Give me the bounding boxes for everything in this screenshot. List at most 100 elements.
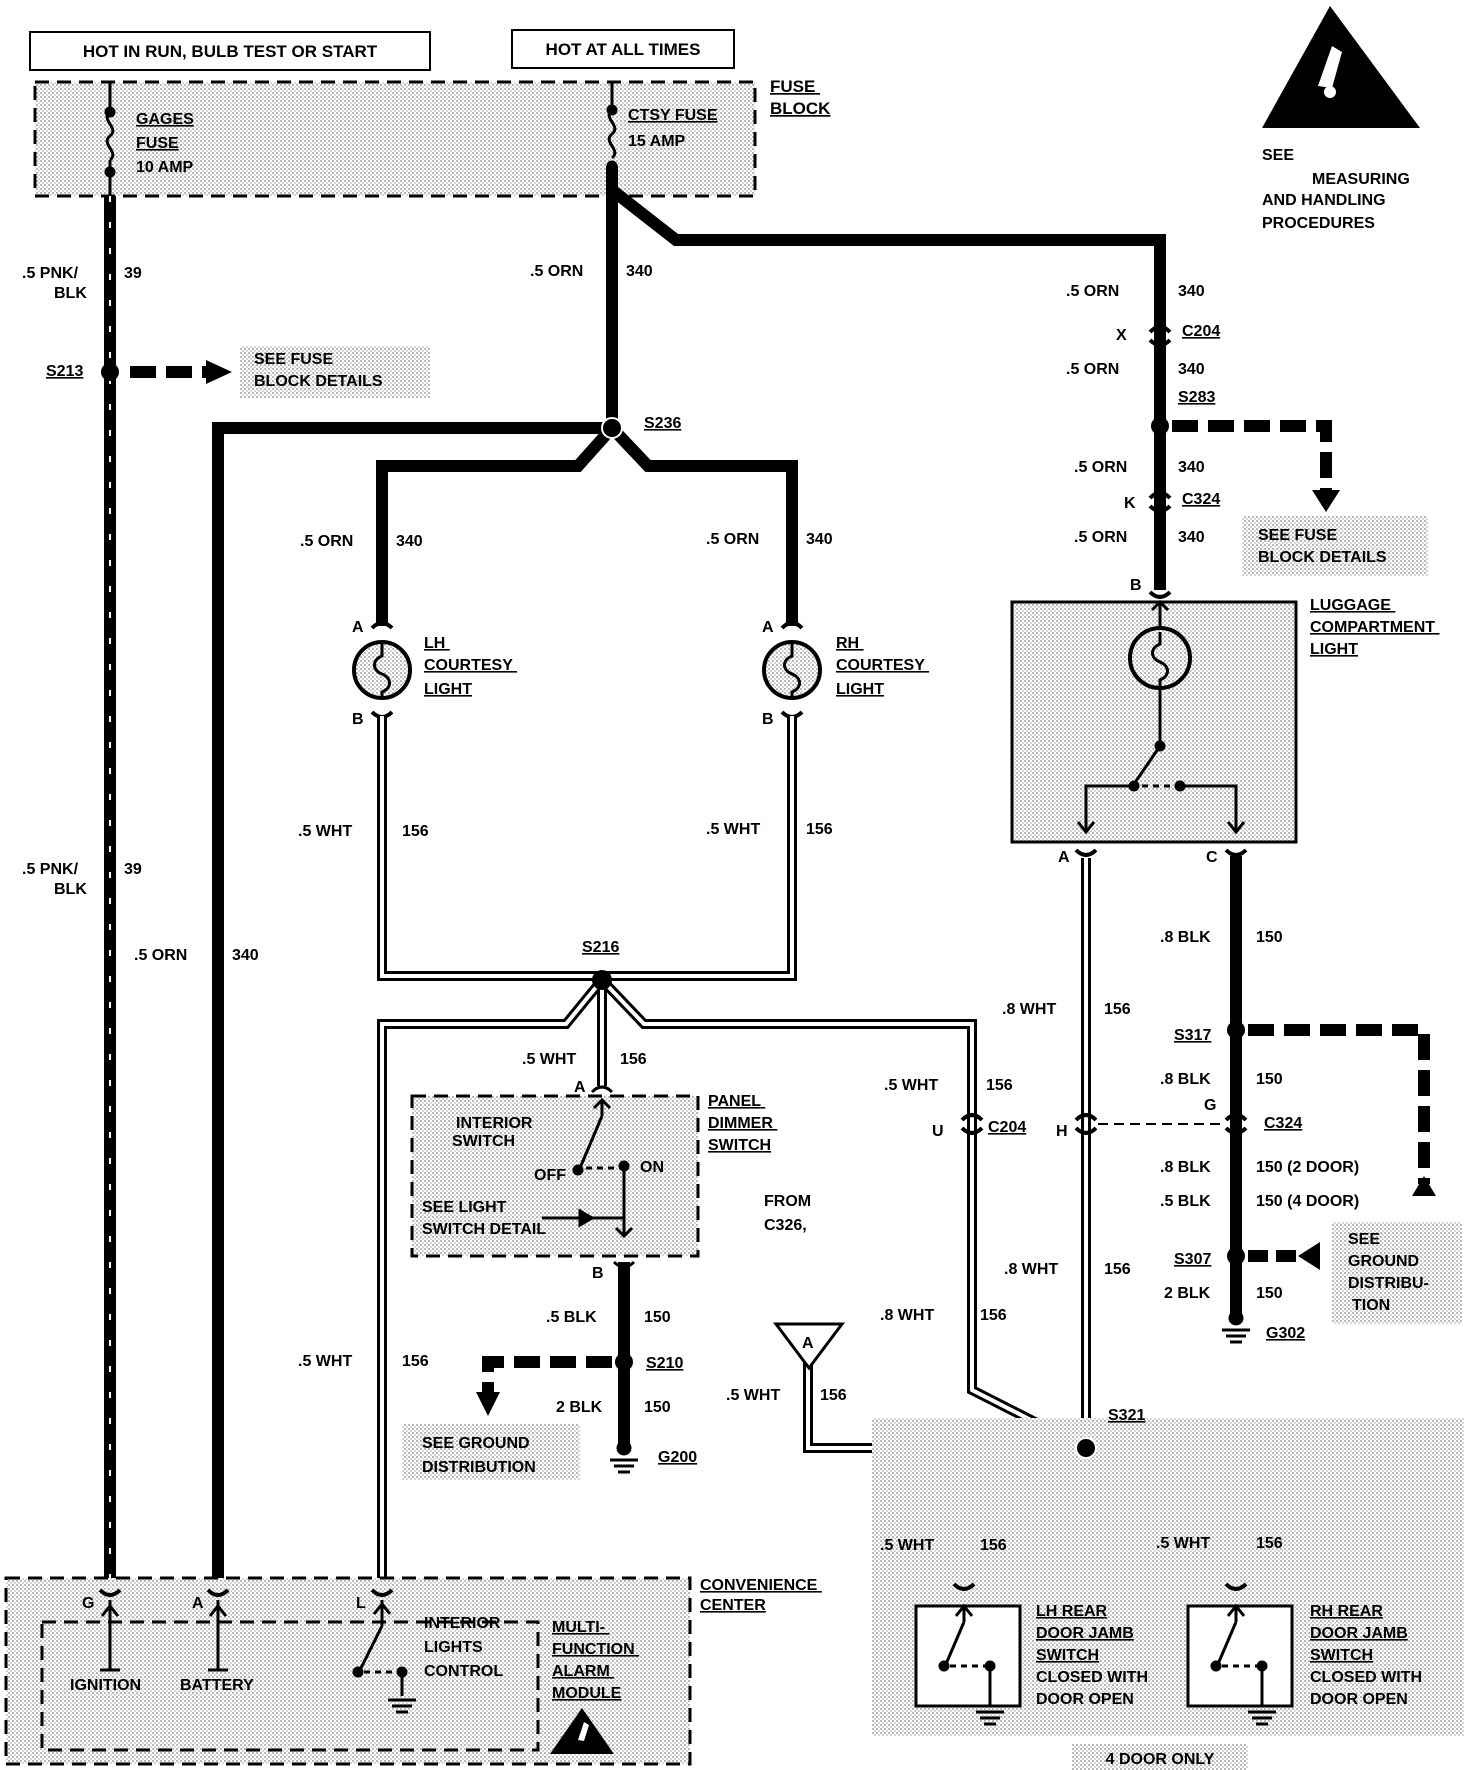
pd-pin-b: B (592, 1265, 604, 1282)
cc-internal-wiring (100, 1600, 416, 1714)
rh-rear-switch-label: RH REAR DOOR JAMB SWITCH CLOSED WITH DOO… (1310, 1603, 1426, 1708)
splice-s283 (1151, 417, 1169, 435)
off-label: OFF (534, 1167, 566, 1184)
gages-fuse-label: GAGES FUSE 10 AMP (136, 111, 198, 176)
pd-pin-a: A (574, 1079, 586, 1096)
connector-c204-top (1148, 325, 1172, 347)
splice-s236 (601, 417, 623, 439)
svg-text:4 DOOR ONLY: 4 DOOR ONLY (1106, 1751, 1215, 1768)
splice-s321-label: S321 (1108, 1407, 1145, 1424)
rh-courtesy-light-label: RH COURTESY LIGHT (836, 635, 929, 698)
interior-lights-control-label: INTERIOR LIGHTS CONTROL (424, 1615, 505, 1680)
wire-340 (212, 166, 1166, 1590)
four-door-only-label: 4 DOOR ONLY (1072, 1744, 1248, 1770)
see-ground-distribution-2: SEE GROUND DISTRIBU- TION (1332, 1222, 1462, 1324)
splice-s216 (592, 970, 612, 990)
connector-c204-mid-label: U C204 (932, 1119, 1026, 1140)
luggage-light-label: LUGGAGE COMPARTMENT LIGHT (1310, 597, 1439, 658)
lug-pin-b: B (1130, 577, 1142, 594)
splice-s210 (615, 1353, 633, 1371)
fuse-block (33, 80, 757, 198)
wire-39-label-mid: .5 PNK/ BLK 39 (22, 861, 142, 898)
from-c326-label: FROM C326, (764, 1193, 816, 1234)
splice-s321 (1075, 1437, 1097, 1459)
lh-pin-a: A (352, 619, 364, 636)
hot-in-run-label: HOT IN RUN, BULB TEST OR START (29, 31, 431, 71)
esd-module-icon (550, 1708, 614, 1754)
cc-connectors (98, 1588, 394, 1597)
rh-pin-a: A (762, 619, 774, 636)
connector-c324-top (1148, 491, 1172, 513)
see-light-switch-detail: SEE LIGHT SWITCH DETAIL (422, 1199, 546, 1238)
rh-courtesy-light-icon (762, 621, 822, 719)
wire-39-label-top: .5 PNK/ BLK 39 (22, 265, 142, 302)
splice-s307 (1227, 1247, 1245, 1265)
cc-pin-g: G (82, 1595, 94, 1612)
splice-s317-label: S317 (1174, 1027, 1211, 1044)
connector-c324-mid-label: G C324 (1204, 1097, 1302, 1132)
cc-pin-l: L (356, 1595, 366, 1612)
interior-switch-label: INTERIOR SWITCH (452, 1115, 537, 1150)
connector-c324-h (1074, 1113, 1098, 1135)
multifunction-alarm-module (40, 1620, 540, 1752)
cc-pin-a: A (192, 1595, 204, 1612)
mfam-label: MULTI- FUNCTION ALARM MODULE (552, 1619, 639, 1702)
fuse-block-label: FUSE BLOCK (770, 77, 831, 118)
splice-s216-label: S216 (582, 939, 619, 956)
splice-s317 (1227, 1021, 1245, 1039)
gages-fuse-icon (104, 82, 116, 196)
luggage-connectors (1074, 848, 1248, 857)
luggage-light-icon (1076, 590, 1246, 835)
splice-s307-label: S307 (1174, 1251, 1211, 1268)
panel-dimmer-switch-icon (542, 1085, 636, 1269)
battery-label: BATTERY (180, 1677, 254, 1694)
svg-text:A: A (802, 1335, 814, 1352)
ground-g302-label: G302 (1266, 1325, 1305, 1342)
svg-text:SEE GROUND DISTRIB: SEE GROUND DISTRIBU- TION (1348, 1231, 1433, 1314)
lh-courtesy-light-icon (352, 621, 412, 719)
convenience-center-label: CONVENIENCE CENTER (700, 1577, 822, 1614)
connector-c204-top-label: X C204 (1116, 323, 1220, 344)
rh-rear-door-jamb-switch (1186, 1582, 1294, 1726)
splice-s213-label: S213 (46, 363, 83, 380)
panel-dimmer-label: PANEL DIMMER SWITCH (708, 1093, 777, 1154)
ctsy-fuse-label: CTSY FUSE 15 AMP (628, 107, 722, 150)
panel-dimmer-switch (410, 1094, 700, 1258)
lh-courtesy-light-label: LH COURTESY LIGHT (424, 635, 517, 698)
svg-text:HOT AT ALL TIMES: HOT AT ALL TIMES (546, 40, 701, 59)
esd-warning-icon (1262, 6, 1420, 128)
wire-340-main-label: .5 ORN 340 (530, 263, 653, 280)
esd-note: SEE MEASURING AND HANDLING PROCEDURES (1262, 147, 1414, 232)
ground-g200-icon (610, 1440, 638, 1474)
splice-s213 (101, 363, 119, 381)
splice-s210-label: S210 (646, 1355, 683, 1372)
connector-c204-mid (960, 1113, 984, 1135)
splice-s236-label: S236 (644, 415, 681, 432)
